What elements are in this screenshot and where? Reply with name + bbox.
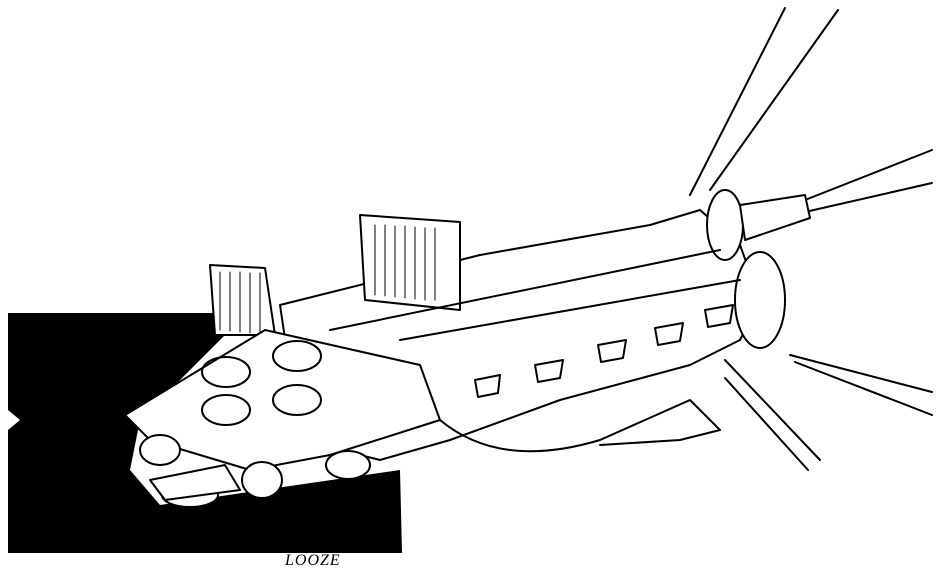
artist-signature: LOOZE (285, 552, 341, 569)
black-shadow-block (8, 313, 402, 553)
